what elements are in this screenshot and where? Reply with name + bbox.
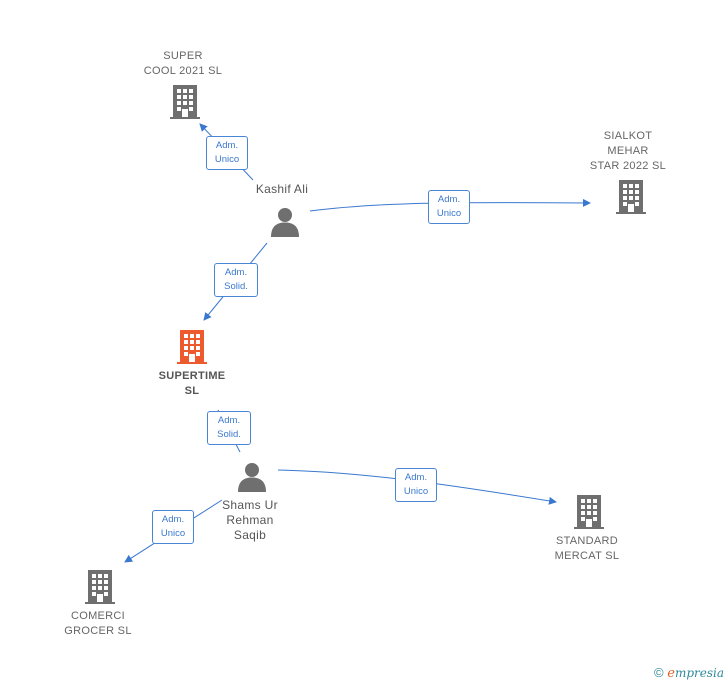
- person-icon[interactable]: [238, 463, 266, 492]
- building-icon[interactable]: [170, 85, 200, 119]
- edge-role-kashif-sialkot: Adm. Unico: [428, 190, 470, 224]
- company-label-supertime[interactable]: SUPERTIME SL: [140, 369, 244, 399]
- edge-role-kashif-super-cool: Adm. Unico: [206, 136, 248, 170]
- person-name-line: Rehman: [226, 513, 274, 527]
- person-name: Kashif Ali: [255, 182, 309, 196]
- company-name-line: MERCAT SL: [554, 550, 620, 562]
- role-line: Solid.: [217, 429, 241, 440]
- role-line: Adm.: [404, 472, 428, 483]
- edge-kashif-sialkot: [309, 198, 591, 212]
- person-label-shams[interactable]: Shams Ur Rehman Saqib: [202, 498, 298, 543]
- building-icon[interactable]: [574, 495, 604, 529]
- company-label-comerci[interactable]: COMERCI GROCER SL: [48, 609, 148, 639]
- person-icon[interactable]: [271, 208, 299, 237]
- person-name-line: Saqib: [233, 528, 267, 542]
- building-icon[interactable]: [616, 180, 646, 214]
- edge-role-shams-standard: Adm. Unico: [395, 468, 437, 502]
- company-label-super-cool[interactable]: SUPER COOL 2021 SL: [128, 49, 238, 79]
- edge-role-supertime-shams: Adm. Solid.: [207, 411, 251, 445]
- role-line: Solid.: [224, 281, 248, 292]
- company-name-line: COMERCI: [70, 610, 126, 622]
- company-label-standard[interactable]: STANDARD MERCAT SL: [537, 534, 637, 564]
- role-line: Unico: [403, 486, 429, 497]
- company-label-sialkot[interactable]: SIALKOT MEHAR STAR 2022 SL: [573, 129, 683, 174]
- role-line: Adm.: [224, 267, 248, 278]
- company-name-line: MEHAR: [607, 145, 649, 157]
- company-name-line: STAR 2022 SL: [589, 160, 667, 172]
- brand-footer[interactable]: © empresia: [654, 665, 724, 681]
- edge-role-kashif-supertime: Adm. Solid.: [214, 263, 258, 297]
- copyright-icon: ©: [654, 665, 664, 680]
- company-name-line: COOL 2021 SL: [143, 65, 223, 77]
- role-line: Adm.: [437, 194, 461, 205]
- company-name-line: GROCER SL: [64, 625, 132, 637]
- edge-role-shams-comerci: Adm. Unico: [152, 510, 194, 544]
- company-name-line: SUPERTIME: [158, 370, 226, 382]
- building-icon[interactable]: [85, 570, 115, 604]
- person-label-kashif[interactable]: Kashif Ali: [232, 182, 332, 197]
- role-line: Adm.: [215, 140, 239, 151]
- brand-logo-text: mpresia: [674, 666, 724, 680]
- company-name-line: STANDARD: [555, 535, 619, 547]
- role-line: Adm.: [161, 514, 185, 525]
- role-line: Unico: [160, 528, 186, 539]
- building-icon-focus[interactable]: [177, 330, 207, 364]
- company-name-line: SL: [184, 385, 200, 397]
- role-line: Adm.: [217, 415, 241, 426]
- company-name-line: SIALKOT: [603, 130, 653, 142]
- role-line: Unico: [436, 208, 462, 219]
- role-line: Unico: [214, 154, 240, 165]
- brand-logo-letter: e: [667, 666, 675, 681]
- person-name-line: Shams Ur: [222, 498, 278, 512]
- company-name-line: SUPER: [163, 50, 203, 62]
